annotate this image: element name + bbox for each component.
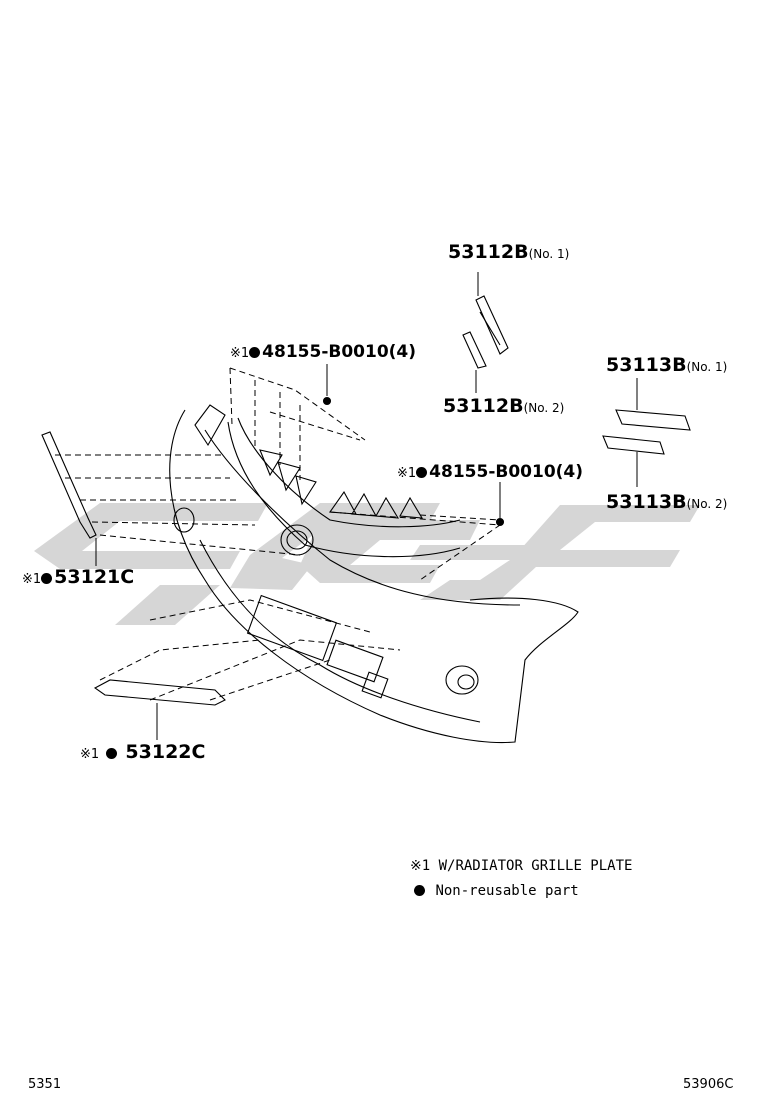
label-53112b-no1: 53112B(No. 1) [448,241,570,263]
license-plate-area [246,594,338,662]
non-reusable-dot-icon [249,347,261,358]
part-53112b-no2 [462,331,487,369]
clip-upper [322,396,332,406]
non-reusable-dot-icon [414,885,425,896]
legend-note-2: Non-reusable part [414,883,579,899]
footer-right-code: 53906C [683,1077,734,1092]
part-53112b-no1 [475,295,509,355]
part-53113b-no1 [615,409,691,431]
label-53112b-no2: 53112B(No. 2) [443,395,565,417]
strip-53122c [93,679,226,706]
label-53113b-no1: 53113B(No. 1) [606,354,728,376]
watermark-logo [34,503,700,625]
radiator-grille [227,417,461,558]
non-reusable-dot-icon [105,748,117,759]
non-reusable-dot-icon [416,467,428,478]
part-53113b-no2 [602,435,665,455]
label-53122c: ※1 53122C [80,741,206,763]
emblem [280,524,314,556]
bumper-cover [169,409,579,744]
bumper-upper-edge [204,429,521,606]
fog-lamp-hole-right [445,665,479,695]
footer-left-code: 5351 [28,1077,62,1092]
strip-53121c [41,431,97,539]
legend-note-1: ※1 W/RADIATOR GRILLE PLATE [410,858,633,874]
bumper-lower-lip [199,539,481,723]
non-reusable-dot-icon [41,573,53,584]
fog-lamp-hole-left [173,507,195,533]
label-53113b-no2: 53113B(No. 2) [606,491,728,513]
